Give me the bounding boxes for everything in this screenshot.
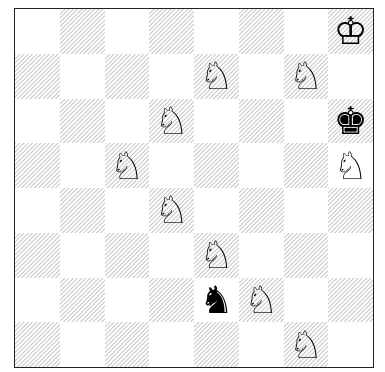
square-a5[interactable] bbox=[15, 143, 60, 188]
square-f6[interactable] bbox=[239, 99, 284, 144]
square-d2[interactable] bbox=[149, 278, 194, 323]
square-b4[interactable] bbox=[60, 188, 105, 233]
square-b1[interactable] bbox=[60, 322, 105, 367]
square-e6[interactable] bbox=[194, 99, 239, 144]
square-c6[interactable] bbox=[105, 99, 150, 144]
square-d6[interactable]: ♘ bbox=[149, 99, 194, 144]
square-d4[interactable]: ♘ bbox=[149, 188, 194, 233]
square-f5[interactable] bbox=[239, 143, 284, 188]
square-h8[interactable]: ♔ bbox=[328, 9, 373, 54]
square-e5[interactable] bbox=[194, 143, 239, 188]
square-d7[interactable] bbox=[149, 54, 194, 99]
square-a6[interactable] bbox=[15, 99, 60, 144]
square-g5[interactable] bbox=[284, 143, 329, 188]
square-g7[interactable]: ♘ bbox=[284, 54, 329, 99]
square-d8[interactable] bbox=[149, 9, 194, 54]
square-b2[interactable] bbox=[60, 278, 105, 323]
white-knight-icon[interactable]: ♘ bbox=[284, 54, 329, 99]
square-d3[interactable] bbox=[149, 233, 194, 278]
square-e1[interactable] bbox=[194, 322, 239, 367]
square-g6[interactable] bbox=[284, 99, 329, 144]
square-a7[interactable] bbox=[15, 54, 60, 99]
square-g2[interactable] bbox=[284, 278, 329, 323]
square-b3[interactable] bbox=[60, 233, 105, 278]
square-c3[interactable] bbox=[105, 233, 150, 278]
square-c4[interactable] bbox=[105, 188, 150, 233]
black-king-icon[interactable]: ♚ bbox=[328, 99, 373, 144]
square-g4[interactable] bbox=[284, 188, 329, 233]
square-g1[interactable]: ♘ bbox=[284, 322, 329, 367]
square-h2[interactable] bbox=[328, 278, 373, 323]
square-h7[interactable] bbox=[328, 54, 373, 99]
square-b7[interactable] bbox=[60, 54, 105, 99]
square-f8[interactable] bbox=[239, 9, 284, 54]
square-c5[interactable]: ♘ bbox=[105, 143, 150, 188]
square-e3[interactable]: ♘ bbox=[194, 233, 239, 278]
square-f7[interactable] bbox=[239, 54, 284, 99]
square-g3[interactable] bbox=[284, 233, 329, 278]
square-e8[interactable] bbox=[194, 9, 239, 54]
square-b6[interactable] bbox=[60, 99, 105, 144]
square-c1[interactable] bbox=[105, 322, 150, 367]
square-e2[interactable]: ♞ bbox=[194, 278, 239, 323]
square-d1[interactable] bbox=[149, 322, 194, 367]
square-a2[interactable] bbox=[15, 278, 60, 323]
square-g8[interactable] bbox=[284, 9, 329, 54]
square-f1[interactable] bbox=[239, 322, 284, 367]
square-f3[interactable] bbox=[239, 233, 284, 278]
square-c8[interactable] bbox=[105, 9, 150, 54]
square-h6[interactable]: ♚ bbox=[328, 99, 373, 144]
white-knight-icon[interactable]: ♘ bbox=[284, 322, 329, 367]
square-e4[interactable] bbox=[194, 188, 239, 233]
square-a3[interactable] bbox=[15, 233, 60, 278]
square-c2[interactable] bbox=[105, 278, 150, 323]
square-f4[interactable] bbox=[239, 188, 284, 233]
square-b5[interactable] bbox=[60, 143, 105, 188]
square-a8[interactable] bbox=[15, 9, 60, 54]
square-h3[interactable] bbox=[328, 233, 373, 278]
square-d5[interactable] bbox=[149, 143, 194, 188]
square-h4[interactable] bbox=[328, 188, 373, 233]
white-knight-icon[interactable]: ♘ bbox=[239, 278, 284, 323]
white-knight-icon[interactable]: ♘ bbox=[194, 54, 239, 99]
white-knight-icon[interactable]: ♘ bbox=[328, 143, 373, 188]
white-knight-icon[interactable]: ♘ bbox=[149, 188, 194, 233]
square-e7[interactable]: ♘ bbox=[194, 54, 239, 99]
square-c7[interactable] bbox=[105, 54, 150, 99]
square-b8[interactable] bbox=[60, 9, 105, 54]
square-f2[interactable]: ♘ bbox=[239, 278, 284, 323]
chess-board-frame: ♔♘♘♘♚♘♘♘♘♞♘♘ bbox=[14, 8, 374, 368]
black-knight-icon[interactable]: ♞ bbox=[194, 278, 239, 323]
chess-board: ♔♘♘♘♚♘♘♘♘♞♘♘ bbox=[15, 9, 373, 367]
white-knight-icon[interactable]: ♘ bbox=[194, 233, 239, 278]
white-knight-icon[interactable]: ♘ bbox=[105, 143, 150, 188]
square-a1[interactable] bbox=[15, 322, 60, 367]
white-knight-icon[interactable]: ♘ bbox=[149, 99, 194, 144]
square-h1[interactable] bbox=[328, 322, 373, 367]
square-h5[interactable]: ♘ bbox=[328, 143, 373, 188]
white-king-icon[interactable]: ♔ bbox=[328, 9, 373, 54]
square-a4[interactable] bbox=[15, 188, 60, 233]
